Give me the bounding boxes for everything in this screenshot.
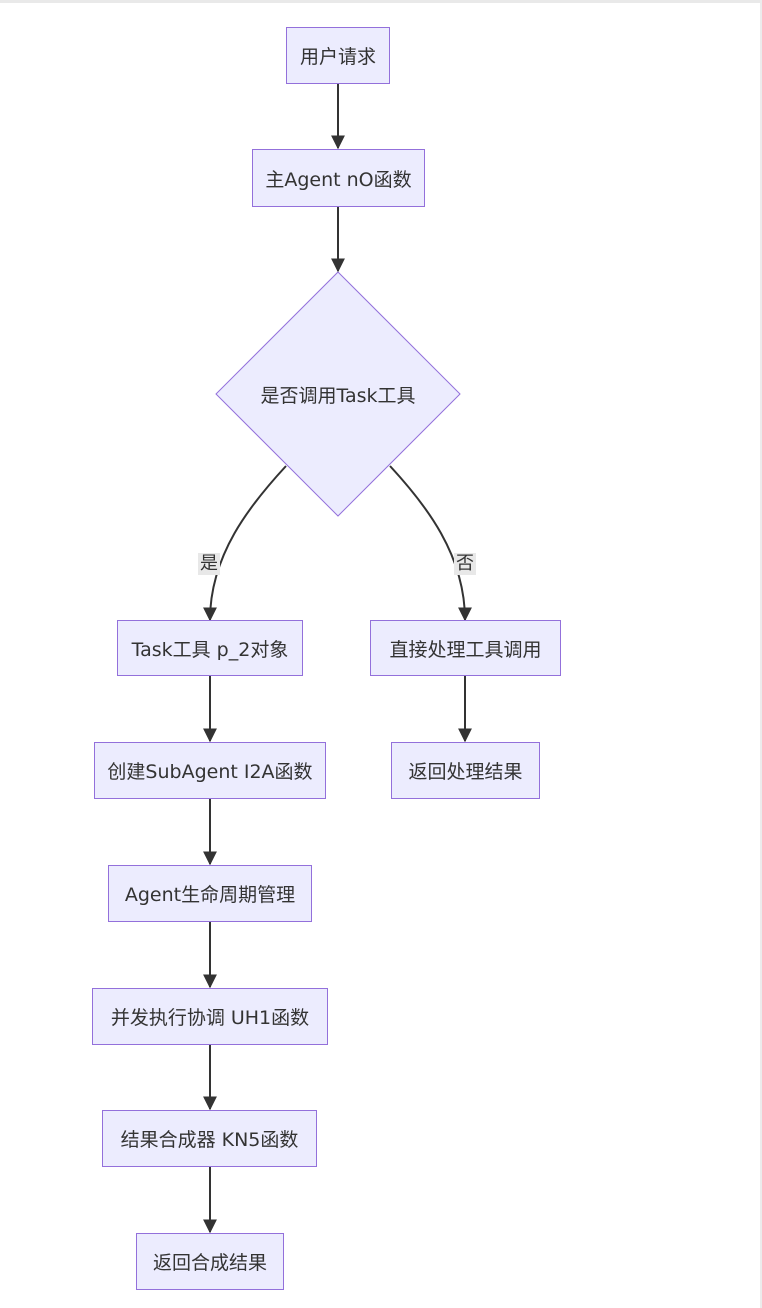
node-task-tool: Task工具 p_2对象 <box>117 620 303 676</box>
node-user-request-label: 用户请求 <box>299 46 376 68</box>
node-return-process: 返回处理结果 <box>391 742 540 799</box>
node-main-agent: 主Agent nO函数 <box>252 149 425 207</box>
node-return-result-label: 返回合成结果 <box>152 1252 267 1274</box>
node-synthesizer: 结果合成器 KN5函数 <box>102 1110 317 1167</box>
node-main-agent-label: 主Agent nO函数 <box>265 168 412 191</box>
right-border <box>760 0 762 1308</box>
node-concurrent: 并发执行协调 UH1函数 <box>92 988 328 1045</box>
edge-label-yes: 是 <box>198 553 220 575</box>
top-border <box>0 0 762 3</box>
node-direct-process-label: 直接处理工具调用 <box>389 638 542 661</box>
decision-diamond <box>215 271 461 517</box>
node-task-tool-label: Task工具 p_2对象 <box>131 638 289 661</box>
node-concurrent-label: 并发执行协调 UH1函数 <box>110 1007 310 1029</box>
node-user-request: 用户请求 <box>286 27 390 84</box>
edge-label-yes-text: 是 <box>200 553 218 574</box>
node-lifecycle: Agent生命周期管理 <box>108 865 312 922</box>
node-return-process-label: 返回处理结果 <box>408 761 523 783</box>
node-create-subagent-label: 创建SubAgent I2A函数 <box>107 761 313 783</box>
node-synthesizer-label: 结果合成器 KN5函数 <box>120 1129 299 1151</box>
node-direct-process: 直接处理工具调用 <box>370 620 561 676</box>
edge-decision-to-task <box>203 465 287 622</box>
edge-label-no-text: 否 <box>456 553 474 574</box>
node-create-subagent: 创建SubAgent I2A函数 <box>94 742 326 799</box>
node-decision-label-wrap: 是否调用Task工具 <box>216 370 460 418</box>
edge-decision-to-direct <box>389 465 472 622</box>
node-decision-label: 是否调用Task工具 <box>260 384 416 407</box>
node-return-result: 返回合成结果 <box>136 1233 284 1290</box>
node-lifecycle-label: Agent生命周期管理 <box>124 884 296 906</box>
edge-label-no: 否 <box>454 553 476 575</box>
